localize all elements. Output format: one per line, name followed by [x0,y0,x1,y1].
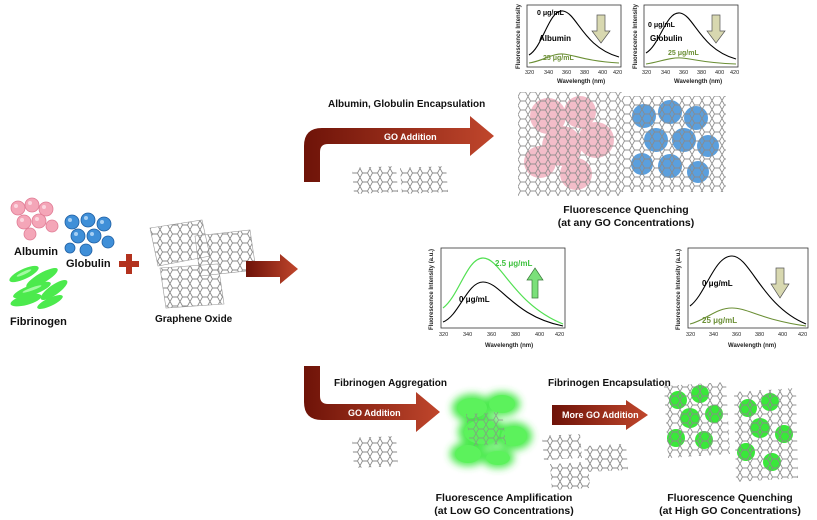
aggregated-fibrinogen [450,392,532,468]
quench-top-subtitle: (at any GO Concentrations) [557,217,695,229]
more-go-arrow: More GO Addition [552,400,648,430]
plot-globulin-high-label: 0 μg/mL [648,22,676,29]
fibrinogen-label: Fibrinogen [10,316,67,328]
globulin-label: Globulin [66,258,111,270]
svg-text:340: 340 [709,332,718,338]
svg-text:380: 380 [580,70,589,76]
svg-text:420: 420 [798,332,807,338]
plot-globulin: Fluorescence Intensity (a.u.) 0 μg/mL Gl… [633,3,739,85]
plot-albumin-xlabel: Wavelength (nm) [557,79,605,85]
plot-high-go-high-label: 0 μg/mL [702,279,733,288]
svg-text:320: 320 [439,332,448,338]
plot-globulin-low-curve [645,57,737,65]
plot-albumin-ylabel: Fluorescence Intensity (a.u.) [516,3,522,69]
plot-globulin-high-curve [645,12,737,60]
down-arrow-icon [770,267,790,299]
svg-text:340: 340 [661,70,670,76]
plot-albumin: Fluorescence Intensity (a.u.) 0 μg/mL Al… [516,3,622,85]
svg-text:320: 320 [686,332,695,338]
plot-albumin-protein: Albumin [539,34,571,43]
go-sheets-top [352,166,448,194]
amp-subtitle: (at Low GO Concentrations) [434,505,574,517]
svg-text:420: 420 [730,70,739,76]
top-elbow-arrow: GO Addition [304,116,494,182]
encapsulation-top-label: Albumin, Globulin Encapsulation [328,99,486,110]
plot-high-go-xlabel: Wavelength (nm) [728,343,776,349]
albumin-cluster [10,197,59,241]
albumin-label: Albumin [14,246,58,258]
up-arrow-icon [526,267,544,299]
down-arrow-icon [706,14,726,44]
plot-low-go-xlabel: Wavelength (nm) [485,343,533,349]
plot-globulin-ylabel: Fluorescence Intensity (a.u.) [633,3,639,69]
fib-encapsulation-label: Fibrinogen Encapsulation [548,378,671,389]
go-sheet-bottom [352,436,398,468]
encapsulated-fibrinogen [664,382,798,482]
plot-high-go-low-label: 25 μg/mL [702,316,737,325]
svg-text:380: 380 [697,70,706,76]
quench-bottom-subtitle: (at High GO Concentrations) [659,505,801,517]
svg-text:360: 360 [562,70,571,76]
plot-low-go-low-label: 0 μg/mL [459,295,490,304]
svg-text:360: 360 [732,332,741,338]
fibrinogen-cluster [9,265,68,309]
svg-text:320: 320 [642,70,651,76]
plot-globulin-xlabel: Wavelength (nm) [674,79,722,85]
plot-high-go: Fluorescence Intensity (a.u.) 0 μg/mL 25… [676,247,809,349]
plot-low-go-xticks: 320 340 360 380 400 420 [439,332,564,338]
plus-sign [118,252,140,276]
plot-globulin-protein: Globulin [650,34,683,43]
quench-top-title: Fluorescence Quenching [563,204,689,216]
plot-albumin-xticks: 320 340 360 380 400 420 [525,70,622,76]
plot-globulin-xticks: 320 340 360 380 400 420 [642,70,739,76]
plot-high-go-high-curve [689,255,807,325]
graphene-oxide-label: Graphene Oxide [155,314,233,325]
plot-high-go-ylabel: Fluorescence Intensity (a.u.) [676,249,682,330]
plot-low-go-high-label: 2.5 μg/mL [495,259,532,268]
svg-text:340: 340 [463,332,472,338]
svg-text:320: 320 [525,70,534,76]
go-sheets-bottom-right [542,434,628,490]
plot-low-go: Fluorescence Intensity (a.u.) 2.5 μg/mL … [429,247,566,349]
svg-text:420: 420 [555,332,564,338]
svg-text:400: 400 [778,332,787,338]
svg-text:380: 380 [755,332,764,338]
graphene-oxide-sheet [149,219,257,309]
plot-albumin-low-curve [528,53,620,64]
bottom-arrow-label: GO Addition [348,408,401,418]
plot-high-go-low-curve [689,307,807,327]
plot-low-go-dark-curve [442,281,564,327]
svg-text:360: 360 [679,70,688,76]
svg-text:400: 400 [598,70,607,76]
more-arrow-label: More GO Addition [562,410,639,420]
main-arrow [246,254,298,284]
svg-text:380: 380 [511,332,520,338]
svg-text:400: 400 [535,332,544,338]
encapsulated-globulin [622,96,726,192]
svg-text:340: 340 [544,70,553,76]
fib-aggregation-label: Fibrinogen Aggregation [334,378,447,389]
plot-albumin-low-label: 25 μg/mL [543,55,574,62]
plot-albumin-high-curve [528,10,620,58]
plot-low-go-ylabel: Fluorescence Intensity (a.u.) [429,249,435,330]
plot-globulin-low-label: 25 μg/mL [668,50,699,57]
plot-high-go-xticks: 320 340 360 380 400 420 [686,332,807,338]
amp-title: Fluorescence Amplification [435,492,573,504]
globulin-cluster [64,212,115,257]
top-arrow-label: GO Addition [384,132,437,142]
bottom-elbow-arrow: GO Addition [304,366,440,432]
encapsulated-albumin [518,92,622,196]
svg-text:360: 360 [487,332,496,338]
plot-low-go-bright-curve [442,257,564,325]
quench-bottom-title: Fluorescence Quenching [667,492,793,504]
down-arrow-icon [591,14,611,44]
svg-text:420: 420 [613,70,622,76]
plot-albumin-high-label: 0 μg/mL [537,10,565,17]
svg-text:400: 400 [715,70,724,76]
